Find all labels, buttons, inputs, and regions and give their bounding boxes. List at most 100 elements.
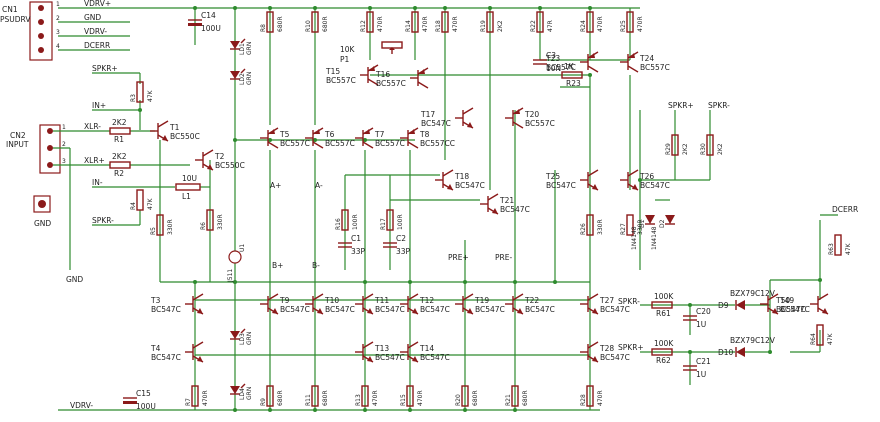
resistor-value: 2K2 [112, 118, 127, 127]
capacitor-ref: C3 [546, 51, 556, 60]
resistor-ref: R64 [810, 333, 817, 345]
resistor-value: 1K [564, 62, 575, 71]
led-ref: LD3 [239, 333, 246, 345]
transistor-ref: T28 [599, 344, 614, 353]
transistor-value: BC547C [375, 305, 405, 314]
net-label: B+ [272, 261, 283, 270]
capacitor-ref: C21 [696, 357, 711, 366]
led-value: GRN [246, 332, 253, 345]
resistor-value: 100K [654, 292, 674, 301]
resistor-ref: R27 [620, 223, 627, 235]
resistor-value: 470R [377, 16, 384, 32]
net-label: SPKR- [618, 297, 640, 306]
transistor-value: BC547C [500, 205, 530, 214]
diode-value: BZX79C12V [730, 289, 776, 298]
transistor-value: BC550C [170, 132, 200, 141]
led-value: GRN [246, 387, 253, 400]
resistor-ref: R30 [700, 143, 707, 155]
net-label: GND [84, 13, 101, 22]
transistor-value: BC557C [326, 76, 356, 85]
transistor-ref: T50 [775, 296, 790, 305]
resistor-ref: R16 [335, 218, 342, 230]
net-label: A+ [270, 181, 281, 190]
net-label: SPKR- [708, 101, 730, 110]
connector-cn1: CN1 PSUDRV 1 2 3 4 [0, 1, 60, 61]
cn2-ref: CN2 [10, 131, 26, 140]
resistor-value: 680R [472, 390, 479, 406]
resistor-ref: R23 [566, 79, 581, 88]
net-label: B- [312, 261, 320, 270]
cn2-pin3: 3 [62, 158, 66, 165]
resistor-value: 330R [217, 214, 224, 230]
diode-ref: D1 [639, 219, 646, 228]
transistor-value: BC547C [600, 353, 630, 362]
transistor-value: BC547C [421, 119, 451, 128]
transistor-value: BC557C [640, 63, 670, 72]
transistor-ref: T26 [639, 172, 654, 181]
net-label: DCERR [832, 205, 858, 214]
transistor-value: BC557C [375, 139, 405, 148]
resistor-value: 680R [522, 390, 529, 406]
cn2-pin1: 1 [62, 124, 66, 131]
transistor-ref: T10 [324, 296, 339, 305]
resistor-value: 100R [397, 214, 404, 230]
jfet-value: J511 [227, 269, 234, 283]
junctions [138, 6, 822, 412]
diode-ref: D2 [659, 219, 666, 228]
transistor-ref: T13 [374, 344, 389, 353]
net-label: SPKR- [92, 216, 114, 225]
resistor-ref: R25 [620, 20, 627, 32]
transistor-ref: T21 [499, 196, 514, 205]
transistor-ref: T9 [279, 296, 290, 305]
cn1-ref: CN1 [2, 5, 18, 14]
resistor-ref: R26 [580, 223, 587, 235]
resistor-ref: R1 [114, 135, 124, 144]
transistor-value: BC547C [325, 305, 355, 314]
transistor-value: BC557C [325, 139, 355, 148]
resistor-ref: R6 [200, 222, 207, 230]
transistor-value: BC557C [525, 119, 555, 128]
inductor-value: 10U [182, 174, 197, 183]
resistor-ref: R63 [828, 243, 835, 255]
transistor-value: BC550C [215, 161, 245, 170]
resistor-ref: R4 [130, 202, 137, 210]
net-label: SPKR+ [668, 101, 694, 110]
transistor-ref: T3 [150, 296, 161, 305]
transistor-value: BC547C [375, 353, 405, 362]
transistor-ref: T17 [420, 110, 435, 119]
capacitor-value: 10N [546, 64, 561, 73]
net-label: SPKR+ [92, 64, 118, 73]
transistor-ref: T14 [419, 344, 434, 353]
cn1-name: PSUDRV [0, 15, 31, 24]
